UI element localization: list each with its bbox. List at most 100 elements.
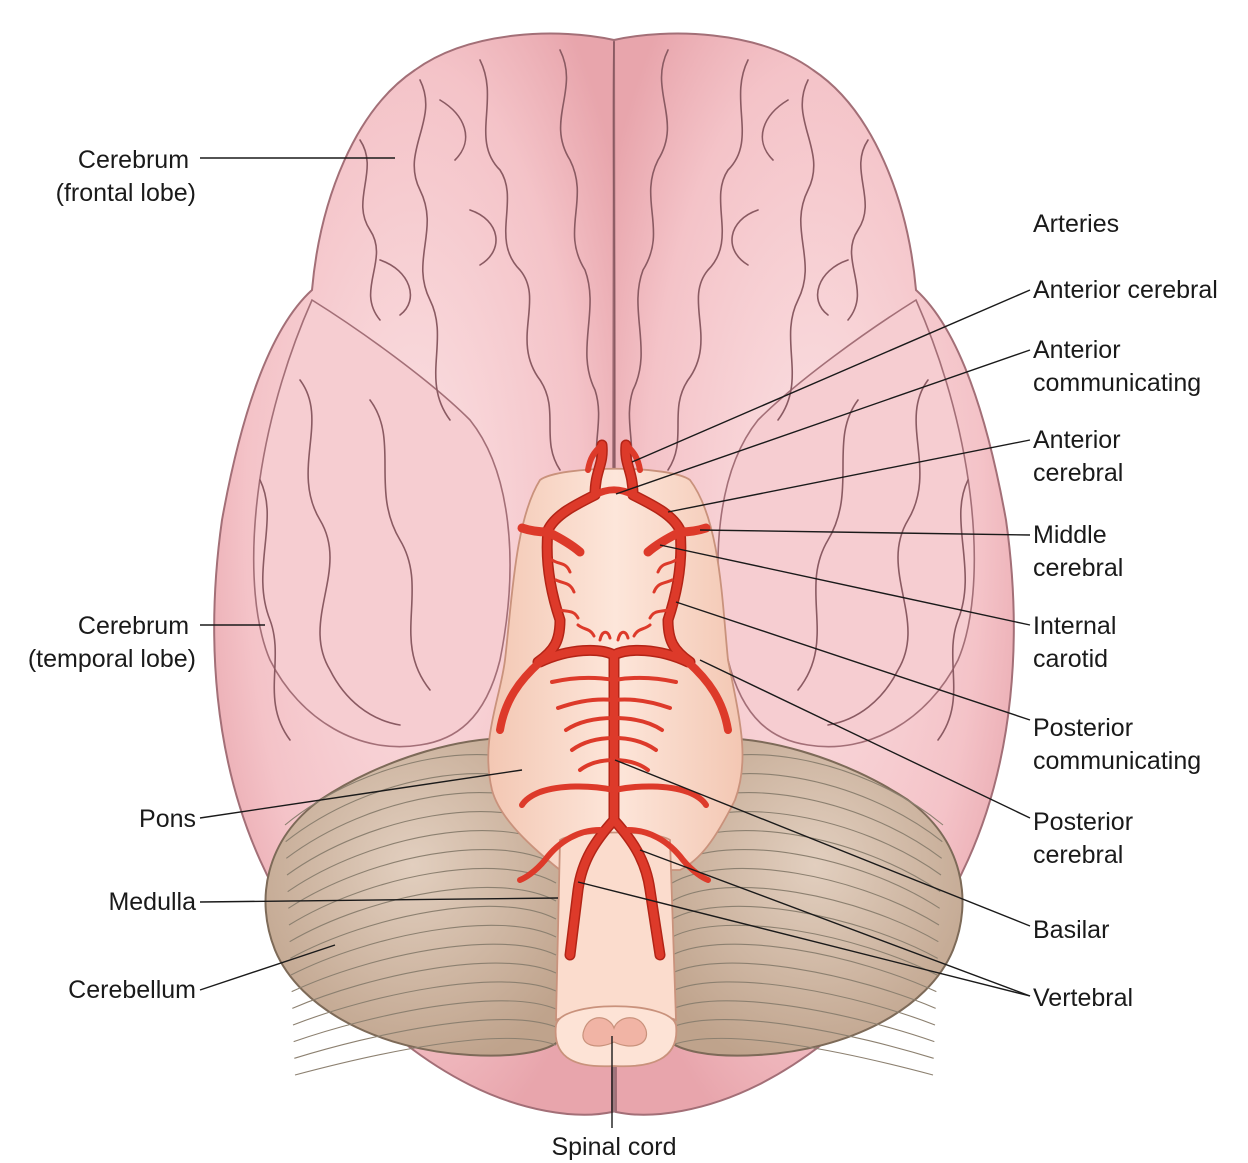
central-branches [550, 558, 678, 642]
posterior-cerebral-artery-left [496, 658, 544, 734]
gyrus-line [847, 139, 869, 321]
leader-pons [199, 769, 523, 819]
leader-anterior-cerebral-1 [631, 289, 1031, 463]
label-internal-carotid: Internal carotid [1033, 612, 1123, 673]
posterior-cerebral-artery-right [684, 658, 732, 734]
gyrus-line [797, 399, 859, 691]
pontine-branch [564, 716, 616, 732]
cerebellum-folium [294, 1019, 557, 1059]
leader-lines [199, 157, 1031, 1128]
pontine-branch [578, 758, 616, 772]
cerebellum-folium [294, 1037, 557, 1076]
label-anterior-cerebral-1: Anterior cerebral [1033, 276, 1218, 304]
arterial-circle [496, 439, 732, 961]
label-middle-cerebral: Middle cerebral [1033, 521, 1123, 582]
gyrus-line [413, 79, 451, 421]
gyrus-line [559, 49, 601, 471]
cerebellum-folium [671, 943, 937, 993]
gyrus-line [827, 379, 929, 726]
cerebellum-folium [289, 886, 557, 943]
pontine-branch [612, 675, 678, 684]
cerebellum-folium [291, 943, 557, 993]
label-anterior-communicating: Anterior communicating [1033, 336, 1201, 397]
cerebellum-folium [671, 1037, 934, 1076]
superior-cerebellar-right [611, 783, 709, 808]
left-labels: Cerebrum (frontal lobe) Cerebrum (tempor… [28, 146, 196, 1004]
temporal-lobe-right [717, 298, 976, 748]
cerebellum-folium [290, 924, 557, 976]
cerebellum-right [667, 737, 964, 1057]
gyrus-line [667, 59, 749, 471]
leader-medulla [199, 897, 559, 903]
cerebellum-folium [671, 924, 938, 976]
central-branch [550, 558, 576, 594]
cerebellum-folium [671, 905, 938, 959]
longitudinal-fissure [612, 41, 616, 471]
anterior-cerebral-branch-right [623, 442, 643, 473]
leader-vertebral-1 [577, 881, 1031, 997]
gyrus-line [359, 139, 381, 321]
cerebellum-folium [292, 962, 557, 1009]
gyrus-line [627, 49, 669, 471]
pontine-branch [612, 697, 672, 710]
artery-labels: Arteries Anterior cerebral Anterior comm… [1033, 210, 1218, 1012]
pontine-branch [612, 716, 664, 732]
temporal-lobe-left [252, 298, 511, 748]
label-spinal-cord: Spinal cord [551, 1133, 676, 1161]
label-arteries-heading: Arteries [1033, 210, 1119, 238]
cerebellum-folium [671, 1000, 935, 1043]
cerebellum-folium [671, 962, 936, 1009]
anterior-communicating-artery [591, 486, 637, 499]
leader-middle-cerebral [699, 529, 1031, 536]
label-posterior-cerebral: Posterior cerebral [1033, 808, 1140, 869]
central-branch [558, 608, 596, 638]
pontine-branch [550, 675, 616, 684]
cerebellum-folium [290, 905, 557, 959]
spinal-cord-grey-matter [582, 1017, 648, 1047]
central-branch [632, 608, 670, 638]
leader-vertebral-2 [639, 849, 1031, 997]
label-cerebellum: Cerebellum [68, 976, 196, 1004]
gyrus-line [937, 479, 969, 741]
pontine-branches [550, 675, 678, 772]
gyrus-line [379, 99, 497, 316]
gyrus-line [479, 59, 561, 471]
cerebellum-folium [292, 981, 557, 1026]
label-anterior-cerebral-2: Anterior cerebral [1033, 426, 1128, 487]
leader-posterior-communicating [675, 601, 1031, 721]
label-basilar: Basilar [1033, 916, 1109, 944]
central-branch [598, 630, 630, 642]
superior-cerebellar-left [519, 783, 617, 808]
leader-anterior-cerebral-2 [667, 439, 1031, 513]
leader-posterior-cerebral [699, 659, 1031, 819]
pontine-branch [556, 697, 616, 710]
pontine-branch [612, 758, 650, 772]
leader-anterior-communicating [615, 349, 1031, 495]
central-branch [652, 558, 678, 594]
cerebellum-folium [671, 981, 936, 1026]
label-pons: Pons [139, 805, 196, 833]
label-cerebrum-frontal: Cerebrum (frontal lobe) [56, 146, 196, 207]
leader-cerebellum [199, 944, 336, 991]
cerebellum-left [264, 737, 561, 1057]
pontine-branch [570, 736, 616, 752]
leader-basilar [614, 759, 1031, 927]
gyrus-line [369, 399, 431, 691]
label-vertebral: Vertebral [1033, 984, 1133, 1012]
posterior-inferior-cerebellar-left [517, 827, 603, 883]
cerebellum-folium [671, 886, 939, 943]
posterior-inferior-cerebellar-right [625, 827, 711, 883]
middle-cerebral-artery-right [643, 523, 711, 557]
gyrus-line [731, 99, 849, 316]
cerebellum [264, 737, 964, 1076]
label-cerebrum-temporal: Cerebrum (temporal lobe) [28, 612, 196, 673]
cerebellum-folium [288, 849, 557, 909]
pontine-branch [612, 736, 658, 752]
label-posterior-communicating: Posterior communicating [1033, 714, 1201, 775]
leader-internal-carotid [659, 544, 1031, 626]
gyrus-line [299, 379, 401, 726]
cerebellum-folium [293, 1000, 557, 1043]
cerebellum-folium [671, 1019, 934, 1059]
vertebral-artery-right [610, 816, 664, 959]
